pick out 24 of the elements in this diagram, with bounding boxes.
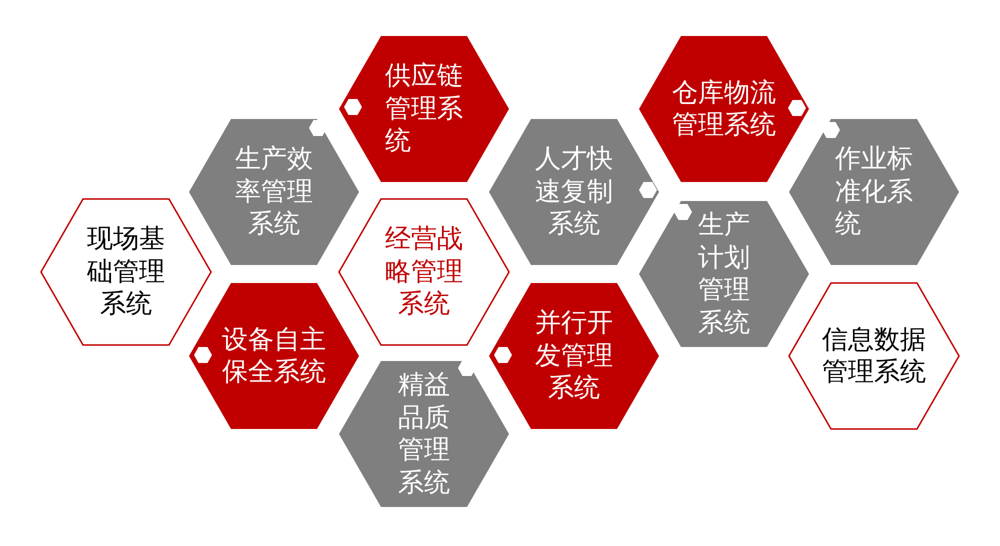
hexagon <box>488 118 660 266</box>
hexagon-label: 信息数据管理系统 <box>822 324 926 388</box>
hexagon-label: 仓库物流管理系统 <box>672 76 776 142</box>
hexagon-label: 设备自主保全系统 <box>222 324 326 388</box>
hexagon-label: 现场基础管理系统 <box>87 223 165 321</box>
hexagon <box>338 35 510 183</box>
hexagon-label: 精益品质管理系统 <box>398 369 450 499</box>
hexagon-label: 并行开发管理系统 <box>535 307 613 405</box>
hexagon-label: 作业标准化系统 <box>835 143 913 241</box>
hexagon <box>488 282 660 430</box>
hexagon <box>188 118 360 266</box>
hexagon <box>788 118 960 266</box>
hexagon-label: 经营战略管理系统 <box>385 223 463 321</box>
hexagon-label: 人才快速复制系统 <box>535 143 613 241</box>
hexagon <box>188 282 360 430</box>
hexagon <box>338 198 510 346</box>
hexagon-label: 生产效率管理系统 <box>235 143 313 241</box>
hexagon <box>40 198 212 346</box>
hexagon-label: 生产计划管理系统 <box>698 209 750 339</box>
hexagon <box>638 200 810 348</box>
hexagon-label: 供应链管理系统 <box>385 60 463 158</box>
hexagon <box>788 282 960 430</box>
hexagon <box>638 35 810 183</box>
hexagon <box>338 360 510 508</box>
